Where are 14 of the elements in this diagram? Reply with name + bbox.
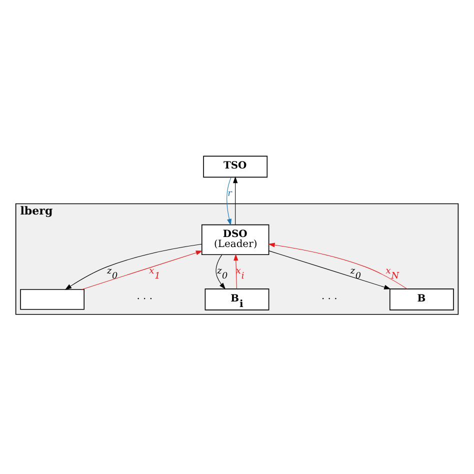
node-box: [20, 288, 85, 310]
arrow: [216, 254, 226, 289]
edge-label: r: [228, 188, 232, 198]
arrow: [81, 250, 203, 290]
label: · · ·: [321, 293, 338, 304]
arrow: [268, 242, 408, 289]
node-box: TSO: [203, 155, 268, 178]
label: · · ·: [136, 293, 153, 304]
arrow: [64, 243, 202, 290]
arrow: [268, 250, 391, 289]
node-box: DSO (Leader): [201, 224, 270, 255]
node-box: B: [389, 288, 454, 310]
arrow: [233, 176, 238, 224]
arrow: [226, 176, 232, 226]
